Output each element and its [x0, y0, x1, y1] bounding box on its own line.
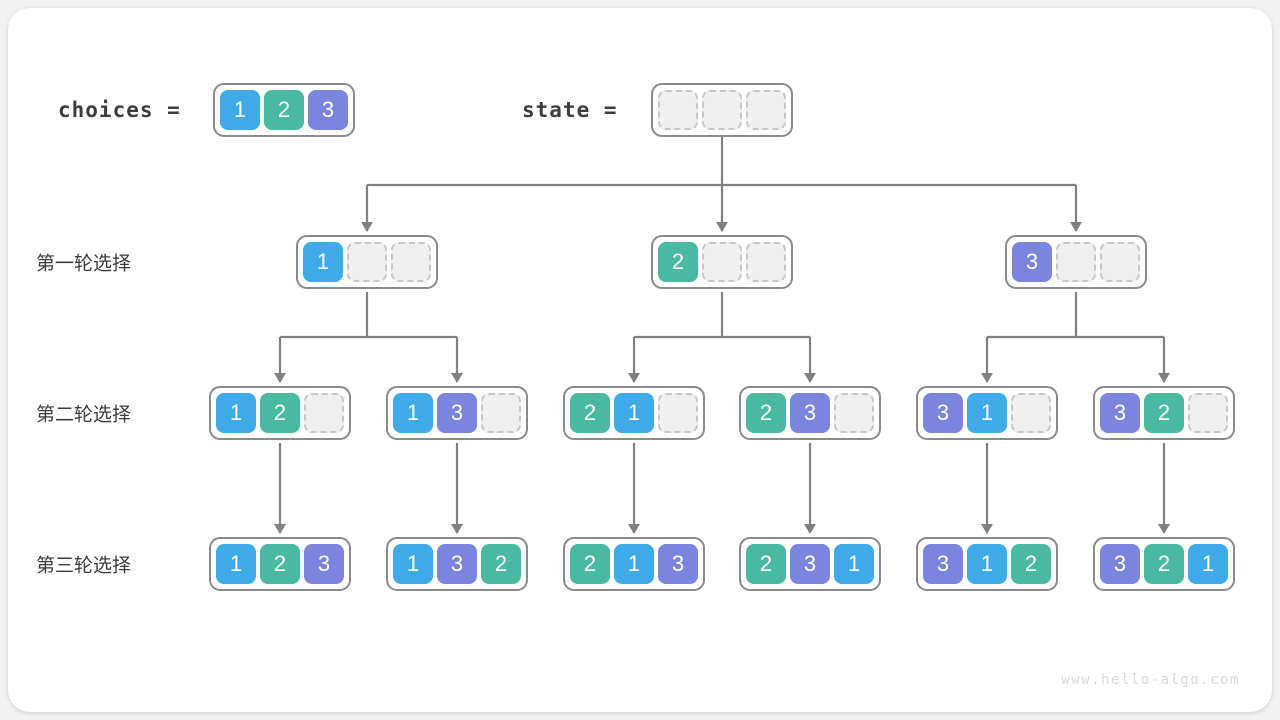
state-array [651, 83, 793, 137]
array-cell-empty [347, 242, 387, 282]
array-cell-empty [658, 393, 698, 433]
array-cell-empty [1188, 393, 1228, 433]
array-cell-empty [746, 242, 786, 282]
array-cell-empty [391, 242, 431, 282]
array-cell-empty [481, 393, 521, 433]
array-cell-value: 2 [658, 242, 698, 282]
array-cell-empty [1056, 242, 1096, 282]
array-cell-value: 2 [1144, 393, 1184, 433]
choices-label: choices = [58, 98, 181, 122]
array-cell-value: 3 [923, 544, 963, 584]
array-cell-empty [1100, 242, 1140, 282]
array-cell-value: 1 [834, 544, 874, 584]
array-cell-value: 3 [1100, 393, 1140, 433]
array-cell-value: 1 [393, 393, 433, 433]
array-cell-value: 3 [658, 544, 698, 584]
array-cell-value: 3 [437, 393, 477, 433]
array-cell-value: 3 [923, 393, 963, 433]
array-cell-value: 3 [308, 90, 348, 130]
array-cell-value: 2 [481, 544, 521, 584]
array-cell-value: 2 [1144, 544, 1184, 584]
array-cell-empty [658, 90, 698, 130]
array-cell-value: 2 [570, 393, 610, 433]
row-label-round-1: 第一轮选择 [36, 253, 132, 275]
array-cell-value: 3 [790, 544, 830, 584]
row-label-round-2: 第二轮选择 [36, 404, 132, 426]
diagram-card [8, 8, 1272, 712]
array-cell-value: 2 [260, 393, 300, 433]
array-cell-value: 2 [746, 393, 786, 433]
array-cell-value: 2 [570, 544, 610, 584]
array-cell-empty [746, 90, 786, 130]
array-cell-value: 3 [1012, 242, 1052, 282]
array-cell-value: 1 [614, 393, 654, 433]
array-cell-value: 3 [1100, 544, 1140, 584]
array-cell-value: 1 [220, 90, 260, 130]
tree-node-round-1-3: 3 [1005, 235, 1147, 289]
array-cell-value: 3 [304, 544, 344, 584]
array-cell-value: 1 [1188, 544, 1228, 584]
array-cell-value: 3 [437, 544, 477, 584]
array-cell-value: 1 [393, 544, 433, 584]
array-cell-value: 2 [746, 544, 786, 584]
array-cell-value: 1 [967, 544, 1007, 584]
tree-node-round-1-2: 2 [651, 235, 793, 289]
array-cell-empty [304, 393, 344, 433]
array-cell-value: 3 [790, 393, 830, 433]
array-cell-empty [834, 393, 874, 433]
array-cell-value: 1 [303, 242, 343, 282]
row-label-round-3: 第三轮选择 [36, 555, 132, 577]
state-label: state = [522, 98, 618, 122]
array-cell-value: 2 [1011, 544, 1051, 584]
array-cell-value: 1 [967, 393, 1007, 433]
array-cell-value: 2 [264, 90, 304, 130]
array-cell-value: 1 [216, 544, 256, 584]
array-cell-empty [702, 90, 742, 130]
array-cell-empty [702, 242, 742, 282]
array-cell-value: 1 [216, 393, 256, 433]
array-cell-empty [1011, 393, 1051, 433]
array-cell-value: 1 [614, 544, 654, 584]
tree-node-round-1-1: 1 [296, 235, 438, 289]
array-cell-value: 2 [260, 544, 300, 584]
watermark: www.hello-algo.com [1061, 672, 1240, 688]
